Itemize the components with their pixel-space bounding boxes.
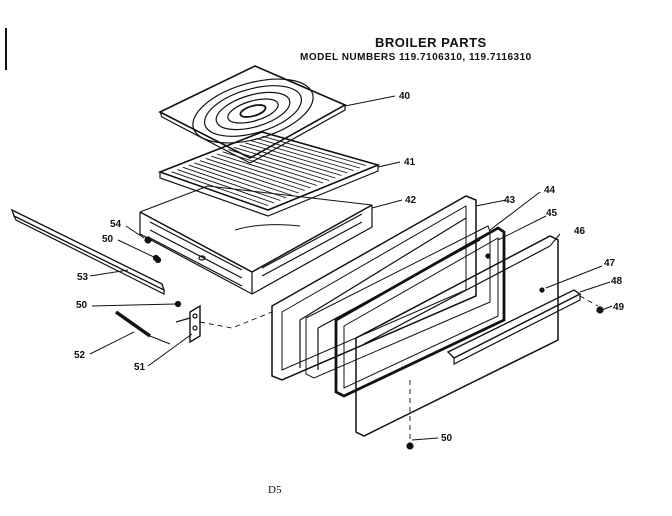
callout-50-bracket: 50 [76, 300, 88, 311]
callout-46: 46 [574, 226, 586, 237]
diagram-title: BROILER PARTS [375, 35, 487, 50]
grid-slat [239, 144, 342, 176]
grid-slat [256, 138, 360, 169]
callout-51: 51 [134, 362, 146, 373]
callout-48: 48 [611, 276, 623, 287]
callout-49: 49 [613, 302, 625, 313]
grid-slat [177, 169, 275, 204]
callout-50-drawer: 50 [102, 234, 114, 245]
callout-47: 47 [604, 258, 616, 269]
callout-45: 45 [546, 208, 558, 219]
grid-slat [222, 151, 324, 184]
spring [114, 310, 171, 345]
grid-slat [216, 153, 318, 186]
callout-52: 52 [74, 350, 86, 361]
callout-43: 43 [504, 195, 516, 206]
grid-slat [262, 135, 367, 166]
page-code: D5 [268, 484, 282, 496]
grid-slat [194, 162, 293, 196]
grid-slat [188, 164, 287, 199]
door-handle [446, 289, 582, 365]
broiler-pan [158, 65, 347, 164]
grid-slat [250, 140, 354, 171]
model-numbers: MODEL NUMBERS 119.7106310, 119.7116310 [300, 52, 532, 63]
callout-50-door: 50 [441, 433, 453, 444]
inner-door-panel [355, 235, 559, 437]
callout-40: 40 [399, 91, 411, 102]
grid-slat [171, 171, 269, 206]
insulation-panel [334, 226, 506, 398]
grid-slat [245, 142, 348, 174]
callout-42: 42 [405, 195, 417, 206]
grid-slat [228, 149, 330, 181]
grid-slat [233, 146, 336, 179]
callout-44: 44 [544, 185, 556, 196]
callout-53: 53 [77, 272, 89, 283]
grid-slat [199, 160, 299, 194]
broiler-drawer-frame [139, 185, 373, 295]
leader-lines [89, 95, 613, 441]
grid-slat [205, 158, 305, 191]
grid-slat [211, 155, 312, 189]
hinge-bracket [175, 304, 201, 344]
callout-54: 54 [110, 219, 122, 230]
broiler-grid [157, 131, 381, 217]
grid-slat [182, 166, 281, 201]
callout-41: 41 [404, 157, 416, 168]
screws [144, 236, 604, 450]
assembly-lines [199, 295, 599, 440]
